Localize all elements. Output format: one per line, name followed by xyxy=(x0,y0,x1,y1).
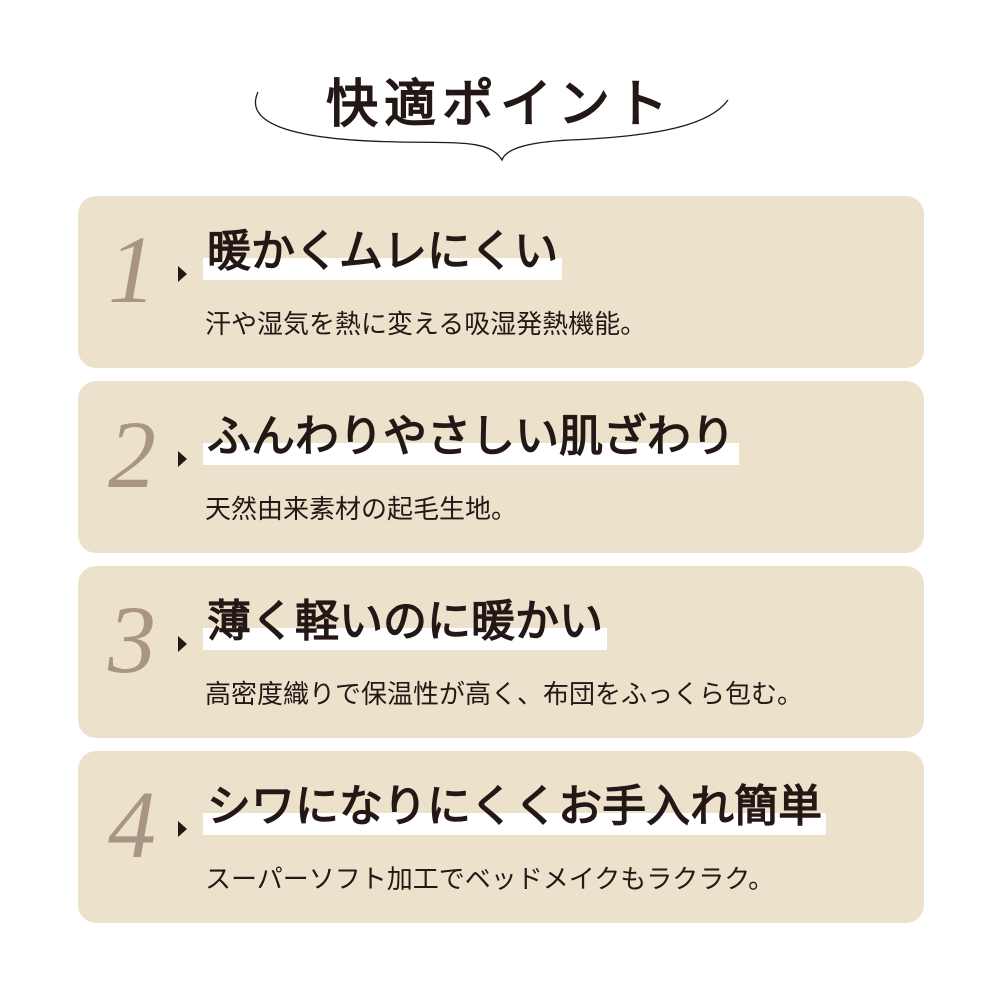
point-card-3: 3 薄く軽いのに暖かい 高密度織りで保温性が高く、布団をふっくら包む。 xyxy=(78,566,924,738)
point-number: 4 xyxy=(108,771,156,878)
point-heading: 暖かくムレにくい xyxy=(203,222,563,282)
point-card-4: 4 シワになりにくくお手入れ簡単 スーパーソフト加工でベッドメイクもラクラク。 xyxy=(78,751,924,923)
point-description: 汗や湿気を熱に変える吸湿発熱機能。 xyxy=(205,310,647,340)
point-description: スーパーソフト加工でベッドメイクもラクラク。 xyxy=(205,865,775,895)
point-description: 天然由来素材の起毛生地。 xyxy=(205,495,518,525)
point-heading: 薄く軽いのに暖かい xyxy=(203,592,607,652)
point-number: 3 xyxy=(108,586,156,693)
triangle-marker-icon xyxy=(178,266,187,282)
point-card-2: 2 ふんわりやさしい肌ざわり 天然由来素材の起毛生地。 xyxy=(78,381,924,553)
point-number: 2 xyxy=(108,401,156,508)
point-description: 高密度織りで保温性が高く、布団をふっくら包む。 xyxy=(205,680,804,710)
point-heading: ふんわりやさしい肌ざわり xyxy=(203,407,739,467)
speech-swirl-decoration xyxy=(254,91,729,162)
point-heading: シワになりにくくお手入れ簡単 xyxy=(203,777,827,837)
point-number: 1 xyxy=(108,216,156,323)
page-title: 快適ポイント xyxy=(325,74,674,135)
point-card-1: 1 暖かくムレにくい 汗や湿気を熱に変える吸湿発熱機能。 xyxy=(78,196,924,368)
triangle-marker-icon xyxy=(178,636,187,652)
triangle-marker-icon xyxy=(178,451,187,467)
triangle-marker-icon xyxy=(178,821,187,837)
